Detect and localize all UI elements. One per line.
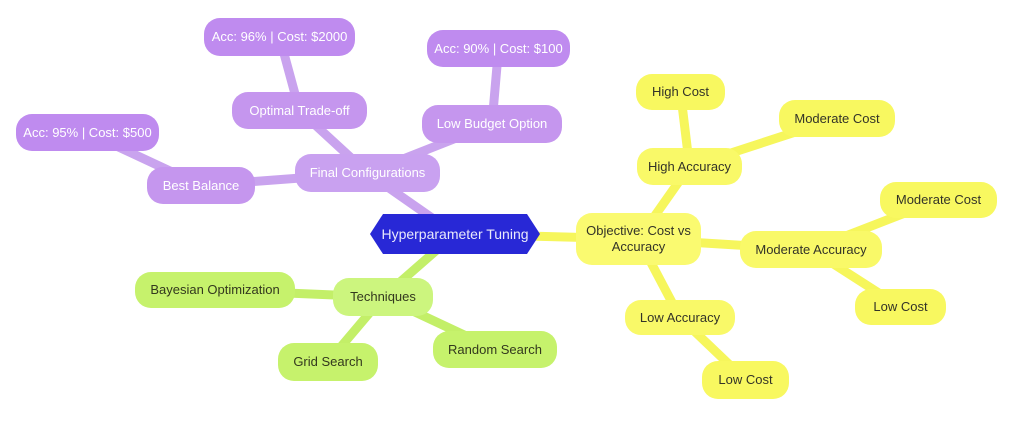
- node-acc-95-cost-500[interactable]: Acc: 95% | Cost: $500: [16, 114, 159, 151]
- node-low-cost-low[interactable]: Low Cost: [702, 361, 789, 399]
- node-high-cost[interactable]: High Cost: [636, 74, 725, 110]
- node-high-accuracy[interactable]: High Accuracy: [637, 148, 742, 185]
- node-hyperparameter-tuning[interactable]: Hyperparameter Tuning: [370, 214, 540, 254]
- node-bayesian-optimization[interactable]: Bayesian Optimization: [135, 272, 295, 308]
- node-grid-search[interactable]: Grid Search: [278, 343, 378, 381]
- node-objective-cost-vs-accuracy[interactable]: Objective: Cost vs Accuracy: [576, 213, 701, 265]
- node-acc-96-cost-2000[interactable]: Acc: 96% | Cost: $2000: [204, 18, 355, 56]
- node-moderate-cost-moderate[interactable]: Moderate Cost: [880, 182, 997, 218]
- node-random-search[interactable]: Random Search: [433, 331, 557, 368]
- node-final-configurations[interactable]: Final Configurations: [295, 154, 440, 192]
- node-best-balance[interactable]: Best Balance: [147, 167, 255, 204]
- node-optimal-trade-off[interactable]: Optimal Trade-off: [232, 92, 367, 129]
- node-acc-90-cost-100[interactable]: Acc: 90% | Cost: $100: [427, 30, 570, 67]
- node-techniques[interactable]: Techniques: [333, 278, 433, 316]
- node-low-cost-moderate[interactable]: Low Cost: [855, 289, 946, 325]
- node-moderate-cost-high[interactable]: Moderate Cost: [779, 100, 895, 137]
- node-low-accuracy[interactable]: Low Accuracy: [625, 300, 735, 335]
- node-low-budget-option[interactable]: Low Budget Option: [422, 105, 562, 143]
- node-moderate-accuracy[interactable]: Moderate Accuracy: [740, 231, 882, 268]
